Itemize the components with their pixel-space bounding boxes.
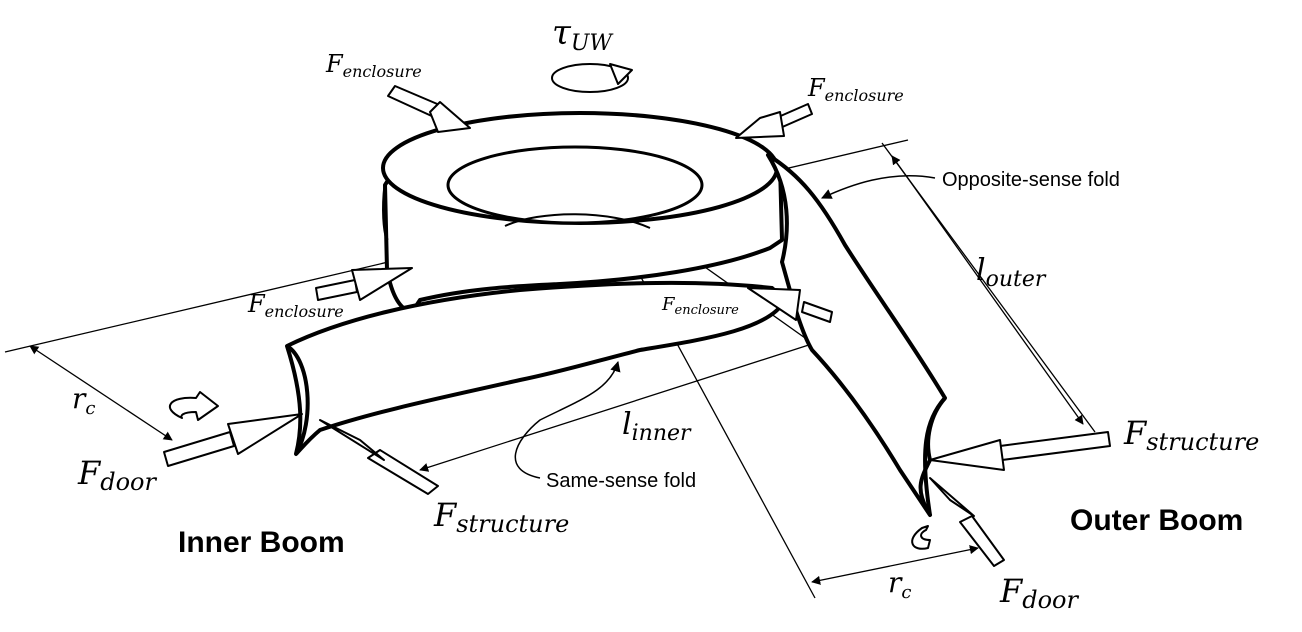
f-structure-outer-arrow <box>929 431 1111 471</box>
door-outer-rotation-symbol <box>911 525 931 550</box>
f-door-inner-arrow <box>163 413 303 467</box>
l-inner-label: linner <box>622 407 692 446</box>
tau-uw-label: τUW <box>552 13 614 56</box>
l-outer-dimension <box>891 155 1084 425</box>
f-enclosure-top-left-arrow <box>387 85 471 133</box>
f-structure-inner-arrow <box>319 419 439 495</box>
same-sense-fold-pointer <box>514 360 621 479</box>
f-enclosure-mid-right-arrow <box>747 287 833 323</box>
outer-boom-end-curl <box>923 396 947 516</box>
f-enclosure-top-right-arrow <box>735 103 813 139</box>
outer-boom-surface <box>766 153 947 517</box>
drum-hole <box>446 145 704 225</box>
inner-boom-label: Inner Boom <box>178 526 345 559</box>
door-inner-rotation-symbol <box>169 391 219 421</box>
r-c-left-label: rc <box>72 382 95 419</box>
dimension-lines <box>29 155 1084 585</box>
inner-boom-surface <box>285 280 787 456</box>
f-enclosure-top-right-label: Fenclosure <box>807 74 904 105</box>
same-sense-fold-label: Same-sense fold <box>546 470 696 492</box>
outer-boom-strip <box>766 153 947 517</box>
outer-boom-label: Outer Boom <box>1070 504 1243 537</box>
rotation-indicators <box>169 63 931 550</box>
opposite-sense-fold-label: Opposite-sense fold <box>942 169 1120 191</box>
f-door-outer-label: Fdoor <box>999 572 1079 614</box>
l-inner-dimension <box>419 340 819 472</box>
opposite-sense-fold-pointer <box>821 175 936 199</box>
f-door-inner-label: Fdoor <box>77 454 157 496</box>
inner-boom-end-curl <box>285 344 310 455</box>
r-c-left-dimension <box>29 345 173 441</box>
f-enclosure-mid-left-label: Fenclosure <box>247 290 344 321</box>
l-outer-label: louter <box>976 253 1047 292</box>
f-structure-inner-label: Fstructure <box>433 496 569 538</box>
coiled-drum <box>381 111 784 314</box>
f-door-outer-arrow <box>929 477 1005 567</box>
f-structure-outer-label: Fstructure <box>1123 414 1259 456</box>
inner-boom-strip <box>285 280 787 456</box>
torque-uw-symbol <box>551 63 633 93</box>
fold-pointers <box>514 175 936 479</box>
force-arrows <box>163 85 1111 567</box>
f-enclosure-top-left-label: Fenclosure <box>325 50 422 81</box>
f-enclosure-mid-right-label: Fenclosure <box>661 294 739 318</box>
r-c-right-label: rc <box>888 566 911 603</box>
drum-left-edge <box>382 184 389 241</box>
drum-inner-edge <box>504 213 651 229</box>
r-c-right-dimension <box>811 545 979 585</box>
f-enclosure-mid-left-arrow <box>315 267 413 301</box>
